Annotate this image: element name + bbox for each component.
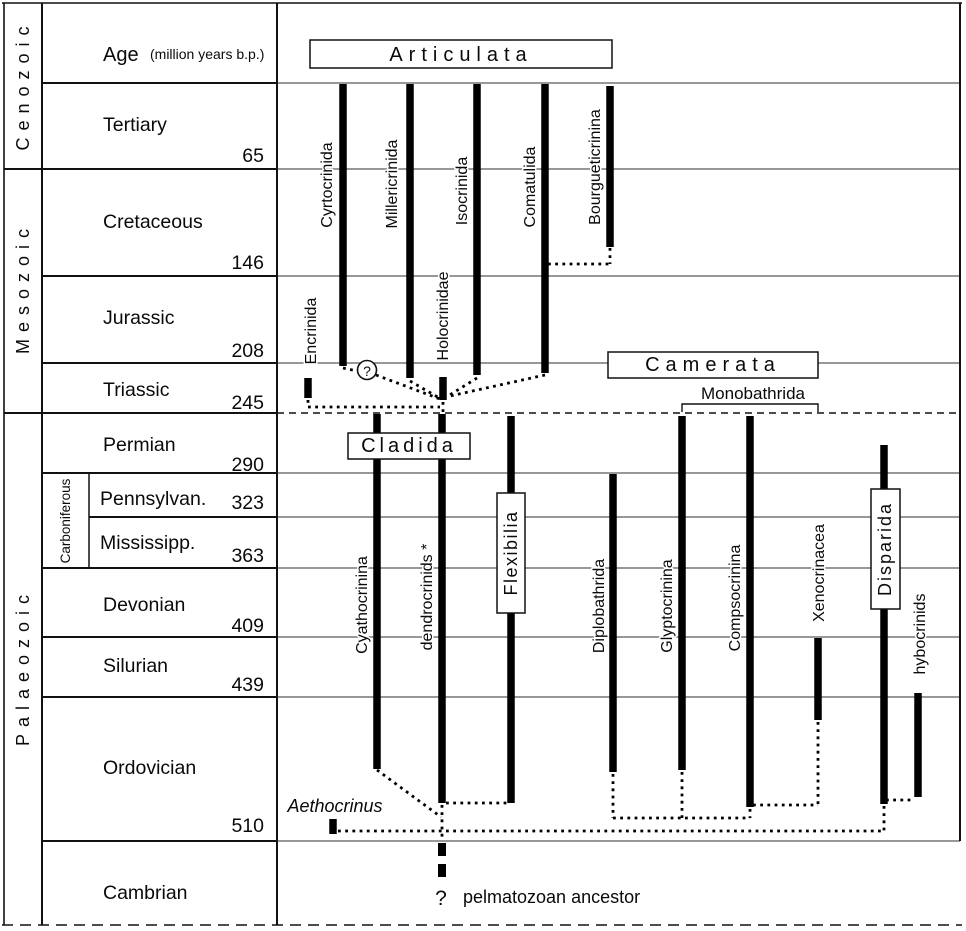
carboniferous-label: Carboniferous <box>58 478 73 563</box>
age-units-label: (million years b.p.) <box>150 46 264 62</box>
taxon-label-dendrocrinids: dendrocrinids * <box>419 544 436 651</box>
boundary-age-409: 409 <box>231 615 264 637</box>
taxon-label-xenocrinacea: Xenocrinacea <box>811 524 828 622</box>
articulata-box <box>309 39 613 69</box>
period-label-mississippian: Mississipp. <box>100 532 195 554</box>
taxon-label-compsocrinina: Compsocrinina <box>727 545 744 652</box>
dotted-link-3 <box>447 376 478 398</box>
dotted-link-5 <box>342 366 358 373</box>
ancestor-question-mark: ? <box>435 887 447 910</box>
boundary-age-290: 290 <box>231 454 264 476</box>
period-label-permian: Permian <box>103 434 176 456</box>
ancestor-label: pelmatozoan ancestor <box>463 887 640 907</box>
clade-label-monobathrida: Monobathrida <box>701 384 806 403</box>
disparida-box <box>870 488 901 610</box>
taxon-label-comatulida: Comatulida <box>522 146 539 227</box>
taxon-label-cyrtocrinida: Cyrtocrinida <box>319 142 336 227</box>
period-label-devonian: Devonian <box>103 594 185 616</box>
era-label-mesozoic: Mesozoic <box>13 222 33 354</box>
clade-label-camerata: Camerata <box>645 354 781 376</box>
aethocrinus-label: Aethocrinus <box>286 796 382 816</box>
clade-label-articulata: Articulata <box>389 44 532 66</box>
flexibilia-box <box>496 492 526 614</box>
period-label-cambrian: Cambrian <box>103 882 188 904</box>
taxon-label-cyathocrinina: Cyathocrinina <box>354 556 371 654</box>
period-label-ordovician: Ordovician <box>103 757 196 779</box>
age-header-label: Age <box>103 44 139 66</box>
taxon-label-bourgueticrinina: Bourgueticrinina <box>587 109 604 225</box>
boundary-age-439: 439 <box>231 674 264 696</box>
monobathrida-bracket <box>681 403 819 412</box>
taxon-label-glyptocrinina: Glyptocrinina <box>659 559 676 652</box>
taxon-label-encrinida: Encrinida <box>303 298 320 365</box>
clade-label-disparida: Disparida <box>875 502 895 596</box>
boundary-age-245: 245 <box>231 392 264 414</box>
cladida-box <box>347 432 471 460</box>
taxon-label-millericrinida: Millericrinida <box>384 139 401 228</box>
period-label-cretaceous: Cretaceous <box>103 211 203 233</box>
boundary-age-146: 146 <box>231 252 264 274</box>
dotted-link-6 <box>375 373 441 401</box>
clade-label-flexibilia: Flexibilia <box>501 510 521 595</box>
boundary-age-208: 208 <box>231 340 264 362</box>
clade-label-cladida: Cladida <box>361 435 457 457</box>
taxon-label-hybocrinids: hybocrinids <box>912 594 929 675</box>
uncertain-origin-question: ? <box>363 363 371 379</box>
dotted-link-10 <box>376 768 442 819</box>
dotted-link-4 <box>409 379 442 401</box>
era-label-cenozoic: Cenozoic <box>13 19 33 150</box>
boundary-age-65: 65 <box>242 145 264 167</box>
period-label-tertiary: Tertiary <box>103 114 167 136</box>
boundary-age-323: 323 <box>231 492 264 514</box>
period-label-silurian: Silurian <box>103 655 168 677</box>
taxon-label-isocrinida: Isocrinida <box>454 157 471 226</box>
taxon-label-diplobathrida: Diplobathrida <box>591 559 608 653</box>
period-label-jurassic: Jurassic <box>103 307 175 329</box>
period-label-pennsylvanian: Pennsylvan. <box>100 488 206 510</box>
era-label-palaeozoic: Palaeozoic <box>13 588 33 746</box>
camerata-box <box>607 351 819 379</box>
period-label-triassic: Triassic <box>103 379 170 401</box>
boundary-age-510: 510 <box>231 815 264 837</box>
dotted-link-2 <box>449 373 546 398</box>
uncertain-origin-circle <box>356 359 378 381</box>
boundary-age-363: 363 <box>231 545 264 567</box>
taxon-label-holocrinidae: Holocrinidae <box>435 271 452 360</box>
